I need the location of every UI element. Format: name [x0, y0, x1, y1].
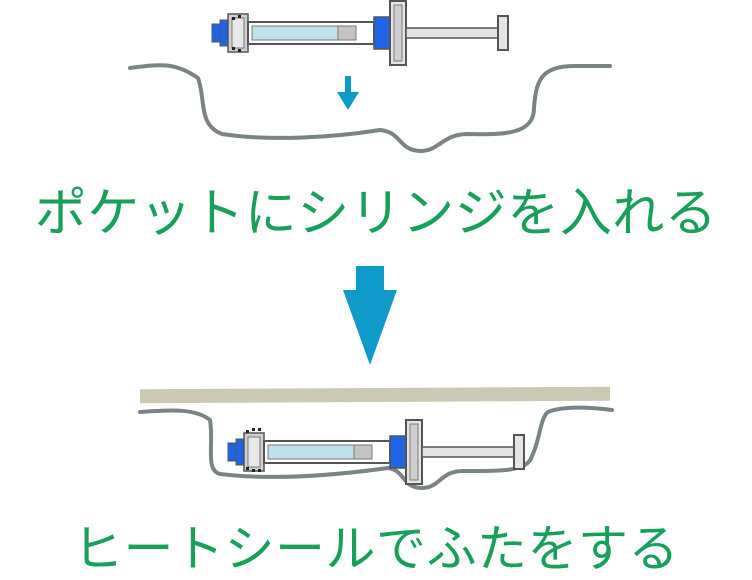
pocket-tray-empty [128, 63, 612, 153]
syringe-in-pocket [227, 419, 525, 485]
step2-caption: ヒートシールでふたをする [73, 520, 679, 578]
step1-caption: ポケットにシリンジを入れる [34, 184, 718, 244]
small-down-arrow-icon [337, 76, 359, 110]
pocket-tray-filled [138, 405, 614, 490]
syringe-top [211, 0, 509, 66]
lid-film [139, 386, 611, 404]
big-down-arrow-icon [343, 266, 397, 365]
